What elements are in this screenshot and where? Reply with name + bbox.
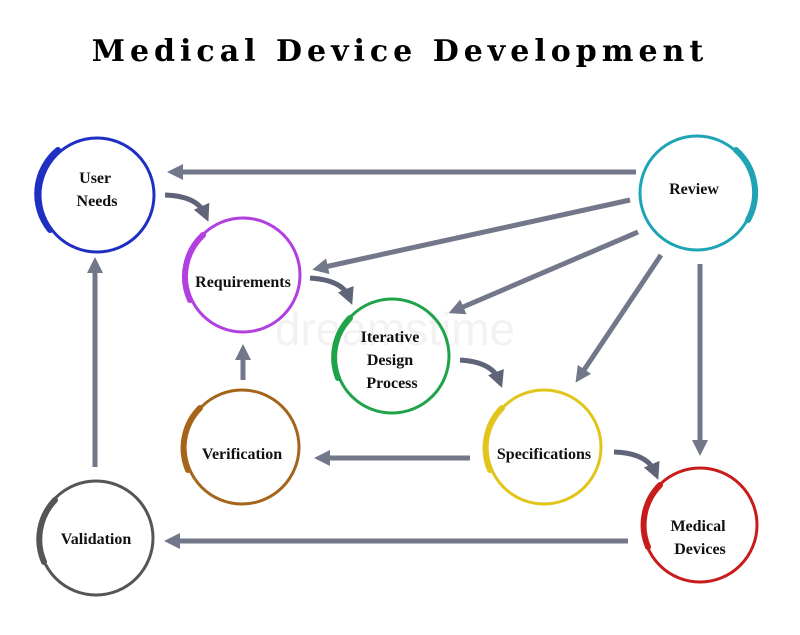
iterative-ring-accent [331, 315, 353, 381]
validation-label: Validation [61, 531, 132, 548]
requirements-ring-accent [181, 232, 206, 303]
node-specifications: Specifications [482, 388, 603, 506]
verification-ring-accent [180, 405, 203, 473]
arrow-review-to-iterative [448, 229, 639, 315]
iterative-label: Iterative Design Process [361, 329, 424, 392]
requirements-label: Requirements [195, 274, 291, 291]
node-verification: Verification [180, 388, 301, 506]
curved-arrow-user-needs-to-requirements [164, 192, 210, 222]
node-requirements: Requirements [181, 216, 302, 334]
node-iterative-design-process: Iterative Design Process [331, 297, 451, 415]
node-medical-devices: Medical Devices [640, 466, 759, 584]
medical-devices-label: Medical Devices [670, 518, 729, 558]
medical-devices-ring-accent [640, 482, 663, 550]
node-review: Review [638, 134, 759, 252]
curved-arrow-specifications-to-medical-devices [613, 449, 660, 480]
validation-ring-accent [36, 497, 58, 565]
specifications-label: Specifications [497, 446, 591, 463]
user-needs-ring-accent [34, 147, 61, 233]
review-label: Review [669, 181, 719, 198]
watermark-text: dreamstime [275, 303, 515, 355]
diagram-title: Medical Device Development [91, 34, 709, 69]
specifications-ring-accent [482, 405, 505, 473]
curved-arrow-requirements-to-iterative [309, 275, 354, 305]
user-needs-label: User Needs [77, 170, 118, 210]
arrow-review-to-specifications [575, 253, 664, 383]
verification-label: Verification [202, 446, 282, 463]
arrow-review-to-requirements [312, 197, 631, 275]
curved-arrow-iterative-to-specifications [459, 357, 504, 388]
node-user-needs: User Needs [34, 136, 156, 254]
review-ring-accent [733, 147, 759, 223]
node-validation: Validation [36, 479, 155, 597]
